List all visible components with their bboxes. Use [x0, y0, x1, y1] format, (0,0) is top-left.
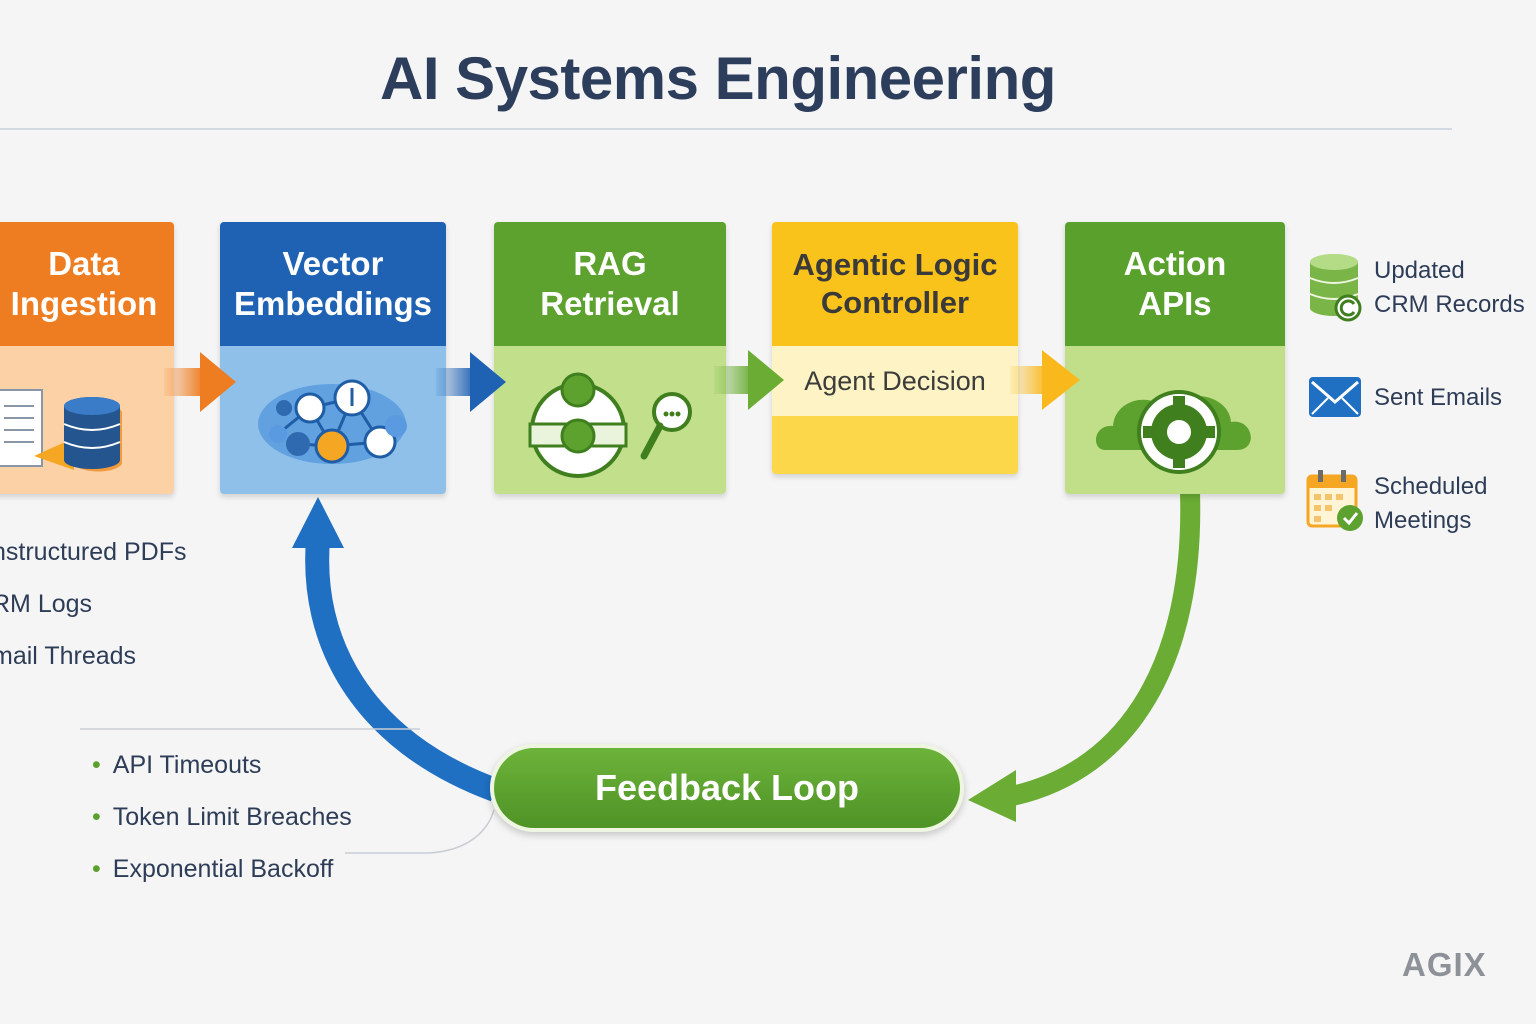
bullet-text: Exponential Backoff [112, 855, 334, 883]
bullet-item: • API Timeouts [92, 751, 261, 780]
stage-title-line1: Data [48, 245, 120, 282]
output-label-line1: Updated [1374, 257, 1465, 284]
brand-logo: AGIX [1402, 946, 1487, 983]
agent-decision-label: Agent Decision [772, 346, 1018, 416]
database-icon [1309, 254, 1362, 322]
stage-title-line2: APIs [1138, 285, 1212, 322]
source-label: mail Threads [0, 642, 137, 670]
stage-title-line1: Action [1123, 245, 1227, 282]
envelope-icon [1309, 377, 1361, 417]
stage-body [0, 346, 174, 494]
action-to-feedback-arrow [1009, 491, 1201, 806]
document-database-icon [0, 389, 122, 472]
bullet-dot: • [92, 803, 101, 831]
output-updated-crm: Updated CRM Records [1374, 254, 1525, 322]
page-title: AI Systems Engineering [380, 45, 1056, 112]
stage-header: Agentic Logic Controller [772, 222, 1018, 346]
output-sent-emails: Sent Emails [1374, 381, 1502, 415]
stage-header: Data Ingestion [0, 222, 174, 346]
output-label-line2: Meetings [1374, 507, 1472, 534]
network-nodes-icon [258, 379, 407, 464]
output-scheduled-meetings: Scheduled Meetings [1374, 470, 1487, 538]
bullet-connector-bottom [345, 809, 495, 854]
retrieval-search-icon [528, 372, 692, 478]
stage-data-ingestion: Data Ingestion [0, 222, 174, 494]
stage-body [494, 346, 726, 494]
source-label: RM Logs [0, 590, 93, 618]
stage-title-line1: RAG [573, 245, 647, 282]
action-to-feedback-arrowhead [968, 770, 1016, 822]
stage-header: Vector Embeddings [220, 222, 446, 346]
cloud-gear-icon [1095, 390, 1251, 474]
stage-title-line2: Controller [820, 285, 970, 320]
bullet-item: • Exponential Backoff [92, 855, 333, 884]
calendar-check-icon [1306, 470, 1363, 531]
output-label-line2: CRM Records [1374, 291, 1525, 318]
source-label: nstructured PDFs [0, 538, 187, 566]
stage-body [220, 346, 446, 494]
bullet-dot: • [92, 855, 101, 883]
output-label-line1: Sent Emails [1374, 384, 1503, 411]
title-divider [0, 128, 1452, 130]
stage-title-line2: Ingestion [10, 285, 158, 322]
bullet-item: • Token Limit Breaches [92, 803, 352, 832]
stage-action-apis: Action APIs [1065, 222, 1285, 494]
bullet-dot: • [92, 751, 101, 779]
stage-header: RAG Retrieval [494, 222, 726, 346]
stage-title-line2: Retrieval [540, 285, 680, 322]
stage-vector-embeddings: Vector Embeddings [220, 222, 446, 494]
bullet-text: API Timeouts [112, 751, 262, 779]
feedback-return-arrow [305, 539, 500, 802]
stage-agentic-logic-controller: Agentic Logic Controller Agent Decision [772, 222, 1018, 474]
feedback-loop-pill: Feedback Loop [490, 744, 964, 832]
stage-rag-retrieval: RAG Retrieval [494, 222, 726, 494]
stage-title-line2: Embeddings [233, 285, 433, 322]
stage-title-line1: Agentic Logic [792, 247, 998, 282]
stage-header: Action APIs [1065, 222, 1285, 346]
output-label-line1: Scheduled [1374, 473, 1488, 500]
stage-title-line1: Vector [282, 245, 384, 282]
feedback-return-arrowhead [292, 497, 344, 548]
stage-body [1065, 346, 1285, 494]
bullet-text: Token Limit Breaches [112, 803, 352, 831]
